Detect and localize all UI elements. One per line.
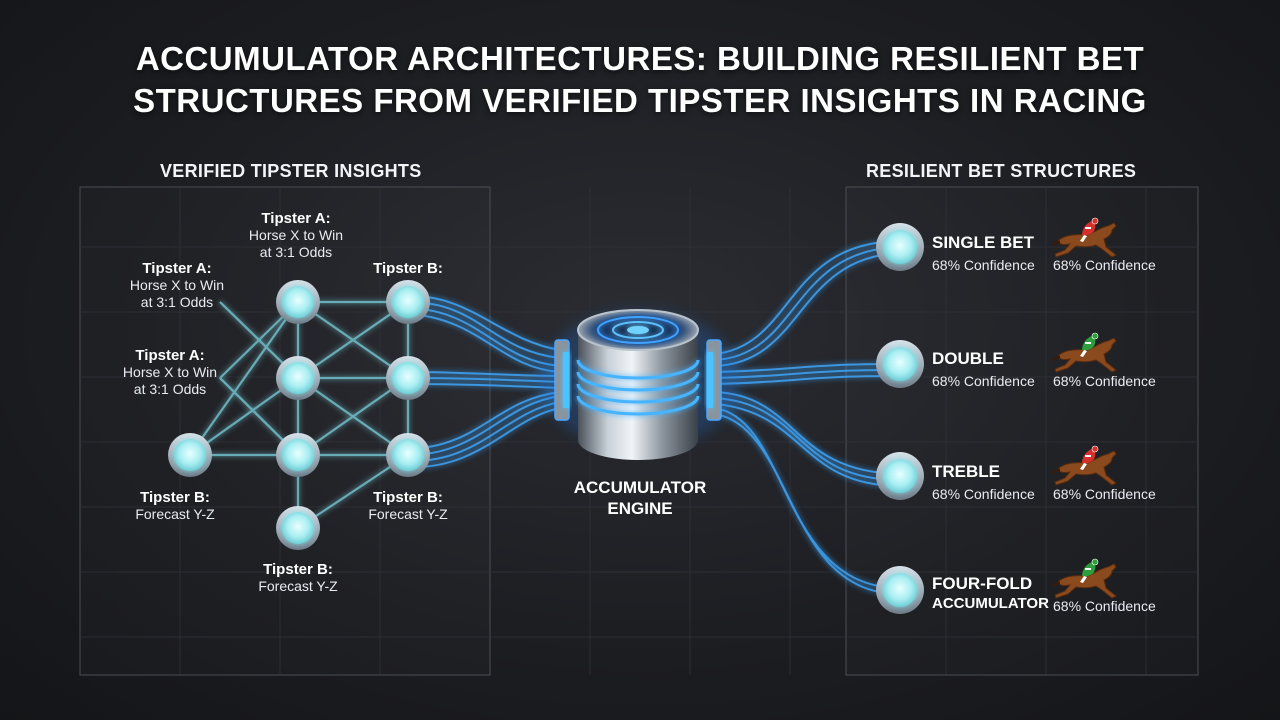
tipster-label: Tipster B: Forecast Y-Z xyxy=(135,489,215,522)
confidence-left: 68% Confidence xyxy=(932,257,1035,273)
network-node xyxy=(386,356,430,400)
confidence-right: 68% Confidence xyxy=(1053,486,1156,502)
accumulator-engine-cylinder xyxy=(540,309,740,460)
confidence-left: 68% Confidence xyxy=(932,486,1035,502)
bet-nodes xyxy=(876,223,924,614)
tipster-label: Tipster A: Horse X to Win at 3:1 Odds xyxy=(248,210,344,260)
bet-node-double xyxy=(876,340,924,388)
bet-node-treble xyxy=(876,452,924,500)
bet-title: ACCUMULATOR xyxy=(932,595,1049,612)
bet-title: SINGLE BET xyxy=(932,233,1035,252)
left-section-heading: VERIFIED TIPSTER INSIGHTS xyxy=(160,161,422,181)
racehorse-icon xyxy=(1052,558,1117,599)
network-node xyxy=(276,280,320,324)
confidence-left: 68% Confidence xyxy=(932,373,1035,389)
title-line-1: ACCUMULATOR ARCHITECTURES: BUILDING RESI… xyxy=(135,40,1145,77)
network-node xyxy=(386,433,430,477)
bet-title: TREBLE xyxy=(932,462,1000,481)
output-streams xyxy=(714,240,901,595)
racehorse-icon xyxy=(1052,217,1117,258)
network-node xyxy=(276,433,320,477)
confidence-right: 68% Confidence xyxy=(1053,598,1156,614)
tipster-label: Tipster A: Horse X to Win at 3:1 Odds xyxy=(122,347,218,397)
confidence-right: 68% Confidence xyxy=(1053,373,1156,389)
bet-node-four-fold xyxy=(876,566,924,614)
page-title: ACCUMULATOR ARCHITECTURES: BUILDING RESI… xyxy=(0,38,1280,122)
network-node xyxy=(276,506,320,550)
confidence-right: 68% Confidence xyxy=(1053,257,1156,273)
tipster-label: Tipster B: Forecast Y-Z xyxy=(258,561,338,594)
bet-title: DOUBLE xyxy=(932,349,1004,368)
tipster-label: Tipster B: xyxy=(373,260,443,277)
left-panel xyxy=(79,186,491,676)
title-line-2: STRUCTURES FROM VERIFIED TIPSTER INSIGHT… xyxy=(133,82,1147,119)
tipster-nodes xyxy=(168,280,430,550)
tipster-label: Tipster B: Forecast Y-Z xyxy=(368,489,448,522)
engine-label: ACCUMULATOR ENGINE xyxy=(573,478,707,518)
bet-title: FOUR-FOLD xyxy=(932,574,1033,593)
network-node xyxy=(168,433,212,477)
tipster-label: Tipster A: Horse X to Win at 3:1 Odds xyxy=(129,260,225,310)
right-section-heading: RESILIENT BET STRUCTURES xyxy=(866,161,1137,181)
network-node xyxy=(276,356,320,400)
right-panel xyxy=(845,186,1199,676)
network-node xyxy=(386,280,430,324)
racehorse-icon xyxy=(1052,332,1117,373)
racehorse-icon xyxy=(1052,445,1117,486)
bet-node-single xyxy=(876,223,924,271)
